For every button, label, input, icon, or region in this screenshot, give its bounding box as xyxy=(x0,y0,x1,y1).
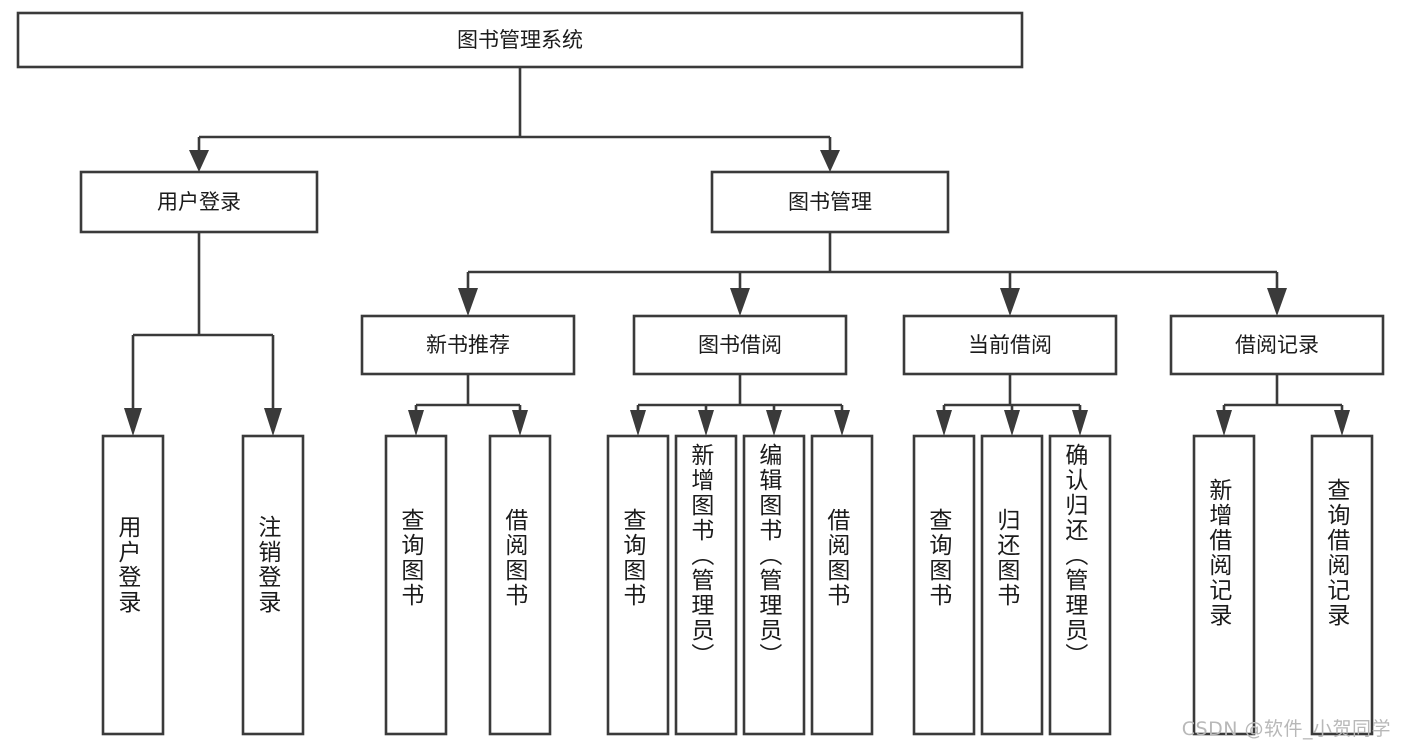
node-borrow-record-box[interactable] xyxy=(1169,314,1385,376)
arrow-head-leaf-borrow-record-0 xyxy=(1216,410,1232,436)
leaf-box-borrow-record-1[interactable] xyxy=(1310,434,1374,736)
arrow-head-borrow-record xyxy=(1267,288,1287,316)
arrow-head-new-book xyxy=(458,288,478,316)
arrow-head-book-manage xyxy=(820,150,840,172)
leaf-box-book-borrow-1[interactable] xyxy=(674,434,738,736)
arrow-head-leaf-user-login-0 xyxy=(124,408,142,436)
node-book-manage-box[interactable] xyxy=(710,170,950,234)
node-user-login[interactable]: 用户登录 xyxy=(79,170,319,234)
node-root-box[interactable] xyxy=(16,11,1024,69)
leaf-box-current-borrow-2[interactable] xyxy=(1048,434,1112,736)
leaf-group-book-borrow xyxy=(606,434,874,736)
leaf-box-current-borrow-1[interactable] xyxy=(980,434,1044,736)
node-book-manage-label: 图书管理 xyxy=(788,190,872,214)
arrow-head-leaf-book-borrow-0 xyxy=(630,410,646,436)
leaf-group-user-login xyxy=(101,434,305,736)
connector-group-user-login-leaves xyxy=(124,232,282,436)
node-current-borrow-label: 当前借阅 xyxy=(968,333,1052,357)
node-current-borrow-box[interactable] xyxy=(902,314,1118,376)
node-new-book-recommend-label: 新书推荐 xyxy=(426,333,510,357)
node-user-login-label: 用户登录 xyxy=(157,190,241,214)
arrow-head-leaf-new-book-1 xyxy=(512,410,528,436)
connector-group-current-borrow-leaves xyxy=(936,375,1088,436)
leaf-box-new-book-0[interactable] xyxy=(384,434,448,736)
leaf-box-book-borrow-0[interactable] xyxy=(606,434,670,736)
arrow-head-leaf-borrow-record-1 xyxy=(1334,410,1350,436)
node-root[interactable]: 图书管理系统 xyxy=(16,11,1024,69)
arrow-head-leaf-current-borrow-0 xyxy=(936,410,952,436)
node-book-borrow-label: 图书借阅 xyxy=(698,333,782,357)
node-borrow-record[interactable]: 借阅记录 xyxy=(1169,314,1385,376)
node-current-borrow[interactable]: 当前借阅 xyxy=(902,314,1118,376)
arrow-head-leaf-book-borrow-2 xyxy=(766,410,782,436)
leaf-group-current-borrow xyxy=(912,434,1112,736)
node-book-borrow-box[interactable] xyxy=(632,314,848,376)
leaf-group-borrow-record xyxy=(1192,434,1374,736)
node-book-manage[interactable]: 图书管理 xyxy=(710,170,950,234)
leaf-box-book-borrow-3[interactable] xyxy=(810,434,874,736)
connector-group-root-to-level2 xyxy=(189,67,840,172)
leaf-box-user-login-1[interactable] xyxy=(241,434,305,736)
arrow-head-current-borrow xyxy=(1000,288,1020,316)
node-user-login-box[interactable] xyxy=(79,170,319,234)
leaf-box-borrow-record-0[interactable] xyxy=(1192,434,1256,736)
node-borrow-record-label: 借阅记录 xyxy=(1235,333,1319,357)
arrow-head-leaf-new-book-0 xyxy=(408,410,424,436)
arrow-head-leaf-book-borrow-1 xyxy=(698,410,714,436)
connector-group-book-borrow-leaves xyxy=(630,375,850,436)
csdn-watermark: CSDN @软件_小贺同学 xyxy=(1181,718,1391,740)
connector-group-borrow-record-leaves xyxy=(1216,375,1350,436)
arrow-head-leaf-current-borrow-1 xyxy=(1004,410,1020,436)
leaf-box-current-borrow-0[interactable] xyxy=(912,434,976,736)
arrow-head-leaf-book-borrow-3 xyxy=(834,410,850,436)
leaf-box-new-book-1[interactable] xyxy=(488,434,552,736)
leaf-box-book-borrow-2[interactable] xyxy=(742,434,806,736)
connector-group-book-manage-to-level3 xyxy=(458,232,1287,316)
arrow-head-leaf-current-borrow-2 xyxy=(1072,410,1088,436)
connector-group-new-book-leaves xyxy=(408,375,528,436)
leaf-group-new-book-recommend xyxy=(384,434,552,736)
arrow-head-user-login xyxy=(189,150,209,172)
arrow-head-leaf-user-login-1 xyxy=(264,408,282,436)
node-book-borrow[interactable]: 图书借阅 xyxy=(632,314,848,376)
node-new-book-recommend[interactable]: 新书推荐 xyxy=(360,314,576,376)
leaf-box-user-login-0[interactable] xyxy=(101,434,165,736)
node-new-book-recommend-box[interactable] xyxy=(360,314,576,376)
arrow-head-book-borrow xyxy=(730,288,750,316)
node-root-label: 图书管理系统 xyxy=(457,28,583,52)
